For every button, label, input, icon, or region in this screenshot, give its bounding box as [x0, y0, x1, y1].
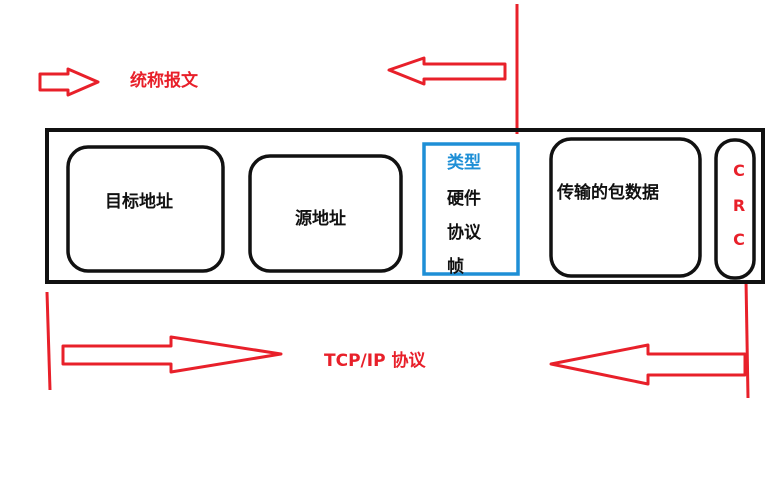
field-crc-letter-2: R	[732, 196, 746, 215]
field-type-box	[422, 142, 520, 276]
frame-label: 统称报文	[130, 71, 198, 91]
arrow-left-top-icon	[387, 56, 507, 86]
field-type-line4: 帧	[447, 257, 464, 277]
field-crc-letter-1: C	[733, 161, 745, 180]
field-dest-label: 目标地址	[105, 192, 173, 212]
field-dest-box	[66, 145, 225, 273]
field-payload-label: 传输的包数据	[557, 183, 659, 203]
field-type-line3: 协议	[447, 223, 481, 243]
field-payload-box	[549, 137, 702, 278]
protocol-label: TCP/IP 协议	[324, 351, 426, 371]
field-type-title: 类型	[447, 153, 481, 173]
arrow-right-bottom-icon	[61, 335, 283, 374]
field-crc-letter-3: C	[733, 230, 745, 249]
marker-line-left	[45, 291, 52, 391]
marker-line-right	[744, 279, 750, 399]
frame-outer-box	[45, 128, 765, 284]
field-src-label: 源地址	[295, 209, 346, 229]
field-src-box	[248, 154, 403, 273]
arrow-right-small-icon	[38, 67, 100, 97]
arrow-left-bottom-icon	[549, 343, 747, 386]
field-crc-box	[714, 138, 756, 280]
field-type-line2: 硬件	[447, 189, 481, 209]
